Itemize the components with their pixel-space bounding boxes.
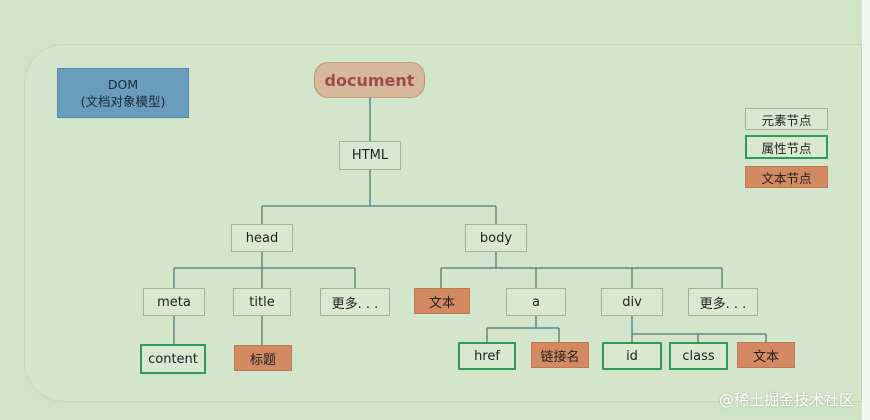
- top-strip: [0, 0, 862, 44]
- legend-text: 文本节点: [745, 166, 828, 188]
- node-linkname: 链接名: [531, 342, 589, 368]
- node-class: class: [669, 342, 728, 370]
- node-div: div: [601, 288, 663, 316]
- node-href: href: [458, 342, 516, 370]
- watermark-text: @稀土掘金技术社区: [718, 391, 854, 409]
- legend-attribute: 属性节点: [745, 135, 828, 159]
- dom-title-box: DOM (文档对象模型): [57, 68, 189, 118]
- node-document: document: [314, 62, 425, 98]
- dom-title-line2: (文档对象模型): [80, 94, 166, 109]
- node-text-div: 文本: [737, 342, 795, 368]
- node-content: content: [140, 344, 206, 374]
- node-a: a: [506, 288, 566, 316]
- node-biaoti: 标题: [234, 345, 292, 371]
- dom-title-line1: DOM: [107, 77, 139, 92]
- node-meta: meta: [143, 288, 205, 316]
- node-text-body: 文本: [414, 288, 470, 314]
- node-more-body: 更多. . .: [688, 288, 758, 316]
- node-more-head: 更多. . .: [320, 288, 390, 316]
- node-title: title: [233, 288, 291, 316]
- legend-element: 元素节点: [745, 108, 828, 130]
- node-body: body: [465, 224, 527, 252]
- node-id: id: [602, 342, 662, 370]
- node-head: head: [231, 224, 293, 252]
- right-edge: [862, 0, 870, 420]
- node-html: HTML: [339, 141, 401, 170]
